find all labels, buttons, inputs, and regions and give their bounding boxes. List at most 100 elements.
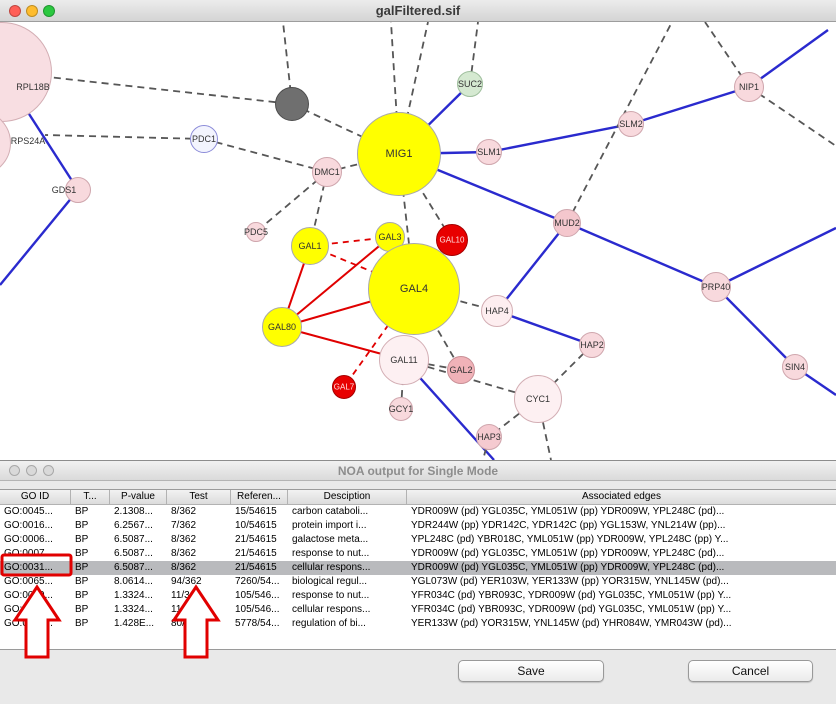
node-cyc1[interactable]: [514, 375, 562, 423]
edge-red: [281, 236, 391, 328]
cell: 94/362: [171, 576, 202, 587]
cell: GO:0045...: [4, 506, 53, 517]
node-mud2[interactable]: [553, 209, 581, 237]
graph-window-titlebar[interactable]: galFiltered.sif: [0, 0, 836, 22]
edge-blue: [630, 85, 750, 126]
cell: 15/54615: [235, 506, 277, 517]
save-button[interactable]: Save: [458, 660, 604, 682]
close-button[interactable]: [9, 5, 21, 17]
cell: response to nut...: [292, 548, 370, 559]
node-gal10[interactable]: [436, 224, 468, 256]
node-gal7[interactable]: [332, 375, 356, 399]
node-pdc5[interactable]: [246, 222, 266, 242]
column-header-7[interactable]: Associated edges: [582, 491, 661, 502]
node-gal1[interactable]: [291, 227, 329, 265]
node-gray-node[interactable]: [275, 87, 309, 121]
cell: BP: [75, 590, 89, 601]
node-gal2[interactable]: [447, 356, 475, 384]
node-sin4[interactable]: [782, 354, 808, 380]
node-pdc1[interactable]: [190, 125, 218, 153]
edge-blue: [488, 122, 632, 154]
edge-dashed: [203, 138, 328, 173]
cell: 21/54615: [235, 562, 277, 573]
cell: carbon cataboli...: [292, 506, 369, 517]
column-header-2[interactable]: T...: [71, 490, 110, 504]
graph-window-title: galFiltered.sif: [375, 3, 461, 18]
node-gds1[interactable]: [65, 177, 91, 203]
edge-blue: [715, 286, 796, 368]
cell: 2.1308...: [114, 506, 153, 517]
edge-blue: [566, 221, 717, 289]
node-gal4[interactable]: [368, 243, 460, 335]
cell: YFR034C (pd) YBR093C, YDR009W (pd) YGL03…: [411, 590, 732, 601]
cell: 8.0614...: [114, 576, 153, 587]
cell: 11/362: [171, 604, 201, 615]
edge-dashed: [29, 74, 293, 105]
node-slm2[interactable]: [618, 111, 644, 137]
cell: 11/362: [171, 590, 201, 601]
node-mig1[interactable]: [357, 112, 441, 196]
edge-blue: [496, 222, 568, 312]
cancel-button[interactable]: Cancel: [688, 660, 813, 682]
zoom-button[interactable]: [43, 465, 54, 476]
edge-dashed: [537, 398, 552, 460]
cell: 21/54615: [235, 534, 277, 545]
node-hap4[interactable]: [481, 295, 513, 327]
cell: 1.3324...: [114, 590, 153, 601]
cell: cellular respons...: [292, 604, 371, 615]
cell: GO:0009...: [4, 590, 53, 601]
cell: 8/362: [171, 506, 197, 517]
node-gal80[interactable]: [262, 307, 302, 347]
minimize-button[interactable]: [26, 465, 37, 476]
cell: biological regul...: [292, 576, 368, 587]
node-gal11[interactable]: [379, 335, 429, 385]
column-header-5[interactable]: Referen...: [231, 490, 288, 504]
column-header-6[interactable]: Desciption: [288, 490, 407, 504]
column-header-3[interactable]: P-value: [110, 490, 167, 504]
cell: 8/362: [171, 534, 197, 545]
cell: 8/362: [171, 562, 197, 573]
node-hap2[interactable]: [579, 332, 605, 358]
zoom-button[interactable]: [43, 5, 55, 17]
cell: YDR009W (pd) YGL035C, YML051W (pp) YDR00…: [411, 548, 725, 559]
minimize-button[interactable]: [26, 5, 38, 17]
cell: 6.5087...: [114, 562, 153, 573]
cell: 7/362: [171, 520, 197, 531]
node-slm1[interactable]: [476, 139, 502, 165]
node-nip1[interactable]: [734, 72, 764, 102]
node-prp40[interactable]: [701, 272, 731, 302]
noa-window-titlebar[interactable]: NOA output for Single Mode: [0, 461, 836, 481]
node-dmc1[interactable]: [312, 157, 342, 187]
close-button[interactable]: [9, 465, 20, 476]
node-hap3[interactable]: [476, 424, 502, 450]
cell: YGL073W (pd) YER103W, YER133W (pp) YOR31…: [411, 576, 729, 587]
cell: 10/54615: [235, 520, 277, 531]
column-header-4[interactable]: Test: [167, 490, 231, 504]
cell: BP: [75, 618, 89, 629]
cell: YER133W (pd) YOR315W, YNL145W (pd) YHR08…: [411, 618, 732, 629]
cell: galactose meta...: [292, 534, 369, 545]
column-header-1[interactable]: GO ID: [0, 490, 71, 504]
cell: YPL248C (pd) YBR018C, YML051W (pp) YDR00…: [411, 534, 729, 545]
cell: BP: [75, 534, 89, 545]
edge-dashed: [398, 22, 429, 155]
node-gcy1[interactable]: [389, 397, 413, 421]
cell: GO:0065...: [4, 576, 53, 587]
cell: GO:0050...: [4, 618, 53, 629]
cell: 80/362: [171, 618, 202, 629]
edge-dashed: [748, 86, 836, 147]
edge-blue: [0, 189, 79, 286]
node-suc2[interactable]: [457, 71, 483, 97]
